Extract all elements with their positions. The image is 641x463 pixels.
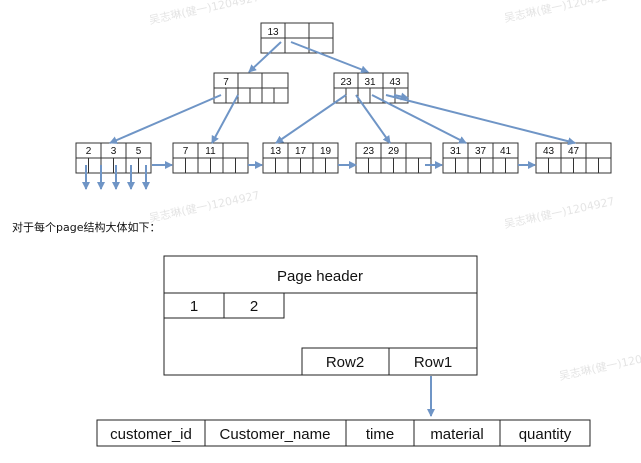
record-field: material — [430, 426, 483, 443]
leaf-key: 31 — [450, 146, 462, 157]
row-label: Row2 — [326, 354, 364, 371]
root-key: 13 — [267, 27, 279, 38]
watermark: 吴志琳(健一)1204927 — [503, 0, 616, 25]
pointer-arrow — [371, 94, 467, 144]
pointer-arrow — [109, 94, 222, 144]
record-field: quantity — [519, 426, 572, 443]
leaf-key: 17 — [295, 146, 307, 157]
leaf-key: 29 — [388, 146, 400, 157]
internal-node-a — [213, 72, 289, 104]
leaf-key: 13 — [270, 146, 282, 157]
node-key: 23 — [340, 77, 352, 88]
b-plus-tree: 13 7 23 — [75, 22, 612, 190]
leaf-node — [442, 142, 519, 174]
leaf-key: 37 — [475, 146, 487, 157]
caption-text: 对于每个page结构大体如下： — [12, 221, 161, 234]
leaf-key: 47 — [568, 146, 580, 157]
leaf-key: 7 — [183, 146, 189, 157]
slot-box — [223, 292, 285, 319]
record-field: customer_id — [110, 426, 192, 443]
leaf-key: 2 — [86, 146, 92, 157]
record-field: Customer_name — [220, 426, 331, 443]
pointer-arrow — [275, 94, 347, 144]
page-header-label: Page header — [277, 268, 363, 285]
leaf-key: 5 — [136, 146, 142, 157]
leaf-key: 11 — [205, 146, 216, 157]
row-label: Row1 — [414, 354, 452, 371]
leaf-key: 23 — [363, 146, 375, 157]
page-box — [163, 255, 478, 376]
record-fields — [96, 419, 591, 447]
watermark: 吴志琳(健一)1204927 — [148, 0, 261, 27]
data-pointers — [82, 165, 150, 190]
leaf-key: 43 — [543, 146, 555, 157]
pointer-arrow — [393, 92, 409, 101]
leaf-node — [355, 142, 432, 174]
leaf-key: 3 — [111, 146, 117, 157]
pointer-arrow — [248, 41, 282, 73]
record-field: time — [366, 426, 394, 443]
page-structure — [163, 255, 478, 376]
slot-label: 1 — [190, 298, 198, 315]
leaf-key: 19 — [320, 146, 332, 157]
pointer-arrow — [355, 94, 391, 144]
watermark: 吴志琳(健一)1204927 — [558, 346, 641, 383]
leaf-node — [75, 142, 152, 174]
leaf-key: 41 — [500, 146, 512, 157]
watermark: 吴志琳(健一)1204927 — [148, 188, 261, 225]
root-node — [260, 22, 334, 54]
slot-label: 2 — [250, 298, 258, 315]
pointer-arrow — [290, 41, 369, 74]
node-key: 43 — [389, 77, 401, 88]
node-key: 7 — [223, 77, 229, 88]
leaf-node — [262, 142, 339, 174]
watermark: 吴志琳(健一)1204927 — [503, 194, 616, 231]
pointer-arrow — [211, 94, 239, 144]
node-key: 31 — [364, 77, 376, 88]
tree-pointers — [109, 41, 576, 146]
leaf-node — [172, 142, 249, 174]
leaf-node — [535, 142, 612, 174]
row-box — [388, 347, 478, 376]
pointer-arrow — [385, 94, 576, 146]
